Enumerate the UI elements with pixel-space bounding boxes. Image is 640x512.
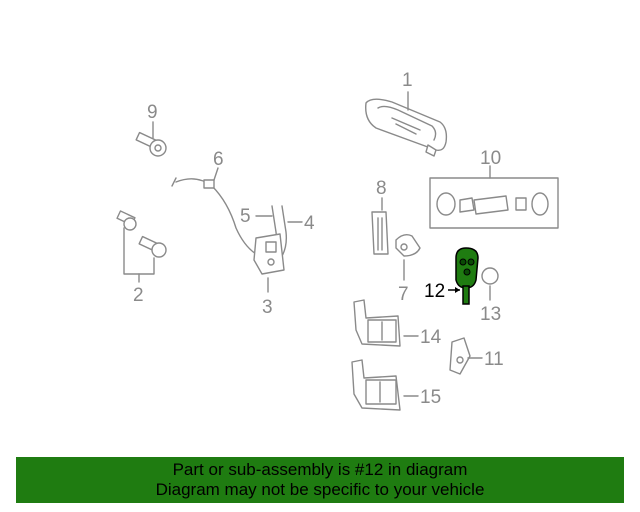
- callout-2: 2: [133, 285, 144, 306]
- callout-6: 6: [213, 149, 224, 170]
- part-8-seal[interactable]: 8: [371, 178, 389, 255]
- part-9-bolt[interactable]: 9: [135, 102, 167, 157]
- callout-13: 13: [480, 304, 501, 325]
- callout-8: 8: [376, 178, 387, 199]
- callout-10: 10: [480, 148, 501, 169]
- parts-diagram: 1 9 6 5 4 3 2: [116, 70, 559, 411]
- part-15-lower-hinge[interactable]: 15: [351, 359, 441, 411]
- callout-7: 7: [398, 284, 409, 305]
- part-2-bolts[interactable]: 2: [116, 210, 167, 306]
- callout-14: 14: [420, 327, 442, 348]
- callout-3: 3: [262, 297, 273, 318]
- callout-9: 9: [147, 102, 158, 123]
- callout-1: 1: [402, 70, 413, 91]
- part-14-upper-hinge[interactable]: 14: [353, 299, 442, 348]
- callout-11: 11: [484, 349, 504, 370]
- part-11-striker[interactable]: 11: [449, 337, 504, 375]
- part-1-outside-handle[interactable]: 1: [365, 70, 448, 157]
- notice-line-2: Diagram may not be specific to your vehi…: [155, 480, 485, 499]
- notice-line-1: Part or sub-assembly is #12 in diagram: [172, 460, 468, 479]
- callout-5: 5: [240, 206, 251, 227]
- part-6-cable[interactable]: 6: [171, 149, 257, 255]
- callout-12: 12: [424, 281, 445, 302]
- diagram-notice-banner: Part or sub-assembly is #12 in diagram D…: [16, 457, 624, 503]
- part-13-cap[interactable]: 13: [480, 267, 501, 325]
- callout-4: 4: [304, 213, 315, 234]
- part-12-key-fob[interactable]: 12: [424, 247, 479, 305]
- part-3-latch[interactable]: 3: [253, 233, 285, 318]
- callout-15: 15: [420, 387, 441, 408]
- part-10-lock-kit[interactable]: 10: [429, 148, 559, 229]
- part-7-bracket[interactable]: 7: [395, 233, 421, 305]
